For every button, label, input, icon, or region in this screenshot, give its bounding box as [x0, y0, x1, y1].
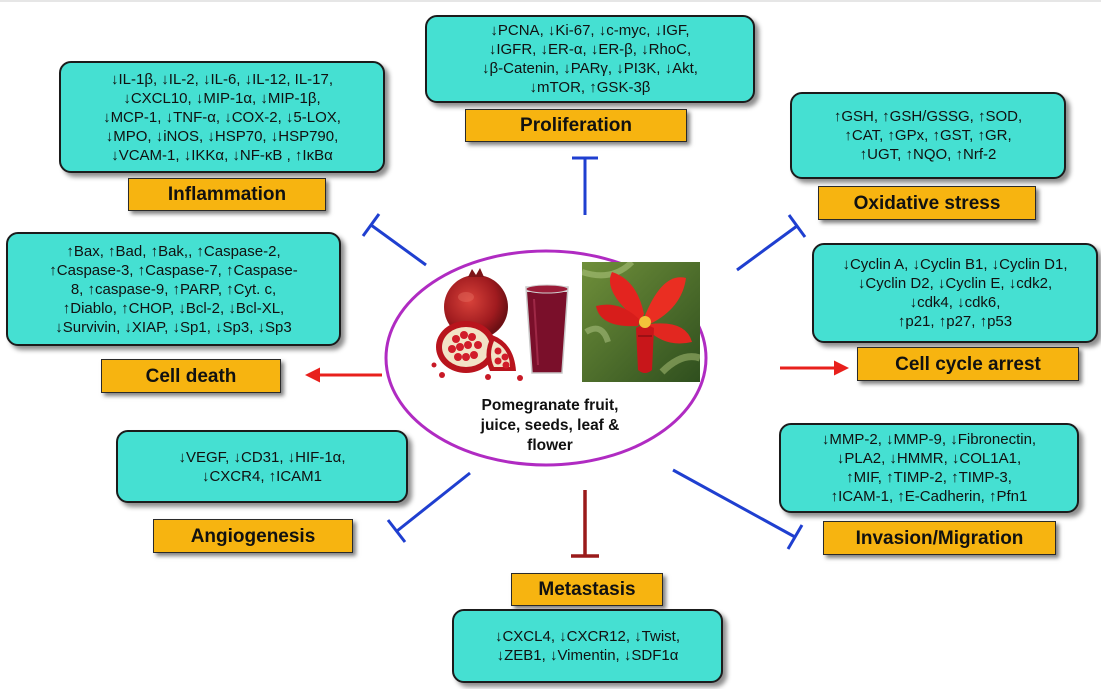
- cell-cycle-arrest-label: Cell cycle arrest: [857, 347, 1079, 381]
- marker-line: 8, ↑caspase-9, ↑PARP, ↑Cyt. c,: [70, 280, 277, 298]
- marker-line: ↑p21, ↑p27, ↑p53: [897, 313, 1013, 330]
- inhibit-invasion-migration-connector: [672, 468, 804, 550]
- marker-line: ↑MIF, ↑TIMP-2, ↑TIMP-3,: [846, 469, 1012, 486]
- marker-line: ↓Cyclin A, ↓Cyclin B1, ↓Cyclin D1,: [842, 256, 1068, 273]
- cell-death-markers-box: ↑Bax, ↑Bad, ↑Bak,, ↑Caspase-2, ↑Caspase-…: [6, 232, 341, 346]
- marker-line: ↓β-Catenin, ↓PARγ, ↓PI3K, ↓Akt,: [482, 60, 698, 77]
- oxidative-stress-label: Oxidative stress: [818, 186, 1036, 220]
- invasion-migration-markers-box: ↓MMP-2, ↓MMP-9, ↓Fibronectin, ↓PLA2, ↓HM…: [779, 423, 1079, 513]
- angiogenesis-markers-box: ↓VEGF, ↓CD31, ↓HIF-1α, ↓CXCR4, ↑ICAM1: [116, 430, 408, 503]
- inhibit-proliferation-connector: [572, 156, 598, 215]
- inhibit-angiogenesis-connector: [386, 471, 471, 543]
- marker-line: ↓ZEB1, ↓Vimentin, ↓SDF1α: [496, 647, 679, 664]
- inhibit-oxidative-stress-connector: [736, 214, 807, 272]
- marker-line: ↓VEGF, ↓CD31, ↓HIF-1α,: [178, 448, 346, 466]
- metastasis-label: Metastasis: [511, 573, 663, 606]
- marker-line: ↓PLA2, ↓HMMR, ↓COL1A1,: [836, 450, 1022, 467]
- marker-line: ↓MCP-1, ↓TNF-α, ↓COX-2, ↓5-LOX,: [103, 108, 341, 126]
- marker-line: ↑Caspase-3, ↑Caspase-7, ↑Caspase-: [49, 261, 298, 279]
- marker-line: ↓cdk4, ↓cdk6,: [909, 294, 1001, 311]
- oxidative-stress-markers-box: ↑GSH, ↑GSH/GSSG, ↑SOD, ↑CAT, ↑GPx, ↑GST,…: [790, 92, 1066, 179]
- center-title: Pomegranate fruit, juice, seeds, leaf & …: [480, 397, 620, 454]
- marker-line: ↓PCNA, ↓Ki-67, ↓c-myc, ↓IGF,: [490, 22, 690, 39]
- pomegranate-flower-image: [582, 262, 700, 382]
- cell-cycle-arrest-markers-box: ↓Cyclin A, ↓Cyclin B1, ↓Cyclin D1, ↓Cycl…: [812, 243, 1098, 343]
- top-border: [0, 0, 1101, 2]
- angiogenesis-label: Angiogenesis: [153, 519, 353, 553]
- marker-line: ↓Survivin, ↓XIAP, ↓Sp1, ↓Sp3, ↓Sp3: [55, 318, 292, 336]
- marker-line: ↑ICAM-1, ↑E-Cadherin, ↑Pfn1: [830, 488, 1028, 505]
- inhibit-metastasis-connector: [571, 490, 599, 558]
- marker-line: ↓VCAM-1, ↓IKKα, ↓NF-κB , ↑IκBα: [111, 146, 333, 164]
- pomegranate-fruit-and-juice-image: [428, 265, 578, 385]
- marker-line: ↓IGFR, ↓ER-α, ↓ER-β, ↓RhoC,: [488, 41, 692, 58]
- inhibit-inflammation-connector: [361, 213, 427, 267]
- marker-line: ↓Cyclin D2, ↓Cyclin E, ↓cdk2,: [857, 275, 1053, 292]
- inflammation-markers-box: ↓IL-1β, ↓IL-2, ↓IL-6, ↓IL-12, IL-17, ↓CX…: [59, 61, 385, 173]
- marker-line: ↓MPO, ↓iNOS, ↓HSP70, ↓HSP790,: [105, 127, 339, 145]
- marker-line: ↓mTOR, ↑GSK-3β: [529, 79, 651, 96]
- marker-line: ↓CXCL4, ↓CXCR12, ↓Twist,: [494, 628, 681, 645]
- marker-line: ↓CXCR4, ↑ICAM1: [201, 467, 322, 485]
- marker-line: ↓IL-1β, ↓IL-2, ↓IL-6, ↓IL-12, IL-17,: [110, 70, 334, 88]
- marker-line: ↑UGT, ↑NQO, ↑Nrf-2: [859, 146, 997, 163]
- marker-line: ↓CXCL10, ↓MIP-1α, ↓MIP-1β,: [123, 89, 321, 107]
- marker-line: ↑GSH, ↑GSH/GSSG, ↑SOD,: [833, 108, 1023, 125]
- marker-line: ↑Diablo, ↑CHOP, ↓Bcl-2, ↓Bcl-XL,: [62, 299, 285, 317]
- proliferation-markers-box: ↓PCNA, ↓Ki-67, ↓c-myc, ↓IGF, ↓IGFR, ↓ER-…: [425, 15, 755, 103]
- marker-line: ↑Bax, ↑Bad, ↑Bak,, ↑Caspase-2,: [66, 242, 281, 260]
- marker-line: ↑CAT, ↑GPx, ↑GST, ↑GR,: [844, 127, 1012, 144]
- metastasis-markers-box: ↓CXCL4, ↓CXCR12, ↓Twist, ↓ZEB1, ↓Vimenti…: [452, 609, 723, 683]
- inflammation-label: Inflammation: [128, 178, 326, 211]
- invasion-migration-label: Invasion/Migration: [823, 521, 1056, 555]
- cell-death-label: Cell death: [101, 359, 281, 393]
- proliferation-label: Proliferation: [465, 109, 687, 142]
- marker-line: ↓MMP-2, ↓MMP-9, ↓Fibronectin,: [821, 431, 1037, 448]
